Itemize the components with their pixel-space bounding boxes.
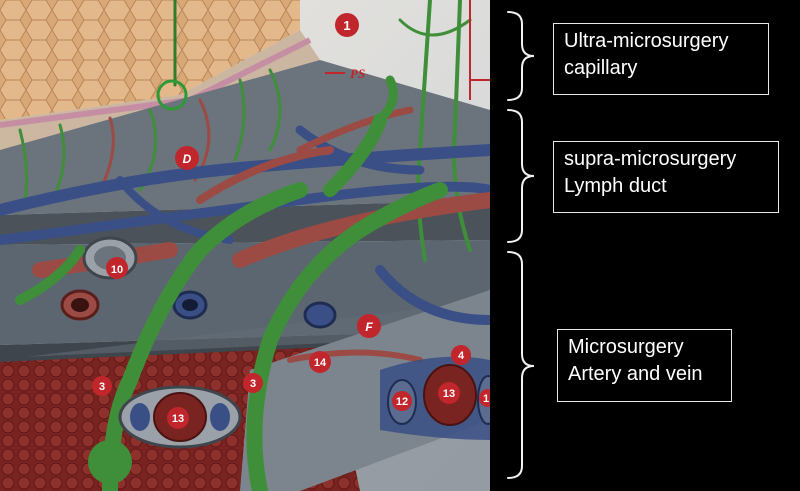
label-microsurgery: Microsurgery Artery and vein: [557, 329, 732, 402]
marker-13-right: 13: [438, 382, 460, 404]
svg-text:1: 1: [343, 18, 350, 33]
svg-text:12: 12: [396, 396, 408, 408]
capillary-highlight-ring: [156, 79, 188, 111]
anatomy-illustration: PS 1 D 10 F 3 3 13: [0, 0, 490, 491]
label-supra-microsurgery: supra-microsurgery Lymph duct: [553, 141, 779, 213]
brace-capillary: [507, 11, 535, 101]
label-supra-line2: Lymph duct: [564, 175, 667, 197]
ps-label: PS: [325, 66, 365, 81]
lymph-ducts: [15, 75, 448, 491]
marker-3-right: 3: [243, 373, 263, 393]
svg-text:PS: PS: [350, 66, 365, 81]
svg-text:14: 14: [314, 357, 327, 369]
fascia-cylinder: [240, 290, 490, 491]
marker-3-left: 3: [92, 376, 112, 396]
svg-text:1: 1: [483, 393, 489, 405]
label-micro-line1: Microsurgery: [568, 336, 684, 358]
svg-text:3: 3: [250, 378, 256, 390]
marker-1-right: 1: [479, 389, 490, 407]
label-micro-line2: Artery and vein: [568, 363, 703, 385]
marker-14: 14: [309, 351, 331, 373]
marker-d: D: [175, 146, 199, 170]
svg-text:10: 10: [111, 264, 123, 276]
marker-4: 4: [451, 345, 471, 365]
marker-12: 12: [392, 391, 412, 411]
artery-network: [32, 106, 490, 363]
grouping-braces: [507, 11, 535, 479]
svg-text:4: 4: [458, 350, 465, 362]
svg-text:13: 13: [443, 388, 455, 400]
label-ultra-microsurgery: Ultra-microsurgery capillary: [553, 23, 769, 95]
marker-1: 1: [335, 13, 359, 37]
svg-text:F: F: [365, 320, 373, 334]
marker-f: F: [357, 314, 381, 338]
label-supra-line1: supra-microsurgery: [564, 148, 737, 170]
svg-text:D: D: [183, 152, 192, 166]
deep-bundle-right: [380, 356, 490, 440]
marker-10: 10: [106, 257, 128, 279]
brace-artery-vein: [507, 251, 535, 479]
svg-text:13: 13: [172, 413, 184, 425]
marker-13-left: 13: [167, 407, 189, 429]
lymph-node-bulb: [88, 440, 132, 484]
svg-text:3: 3: [99, 381, 105, 393]
label-ultra-line1: Ultra-microsurgery: [564, 30, 729, 52]
brace-lymph: [507, 109, 535, 243]
label-ultra-line2: capillary: [564, 57, 638, 79]
